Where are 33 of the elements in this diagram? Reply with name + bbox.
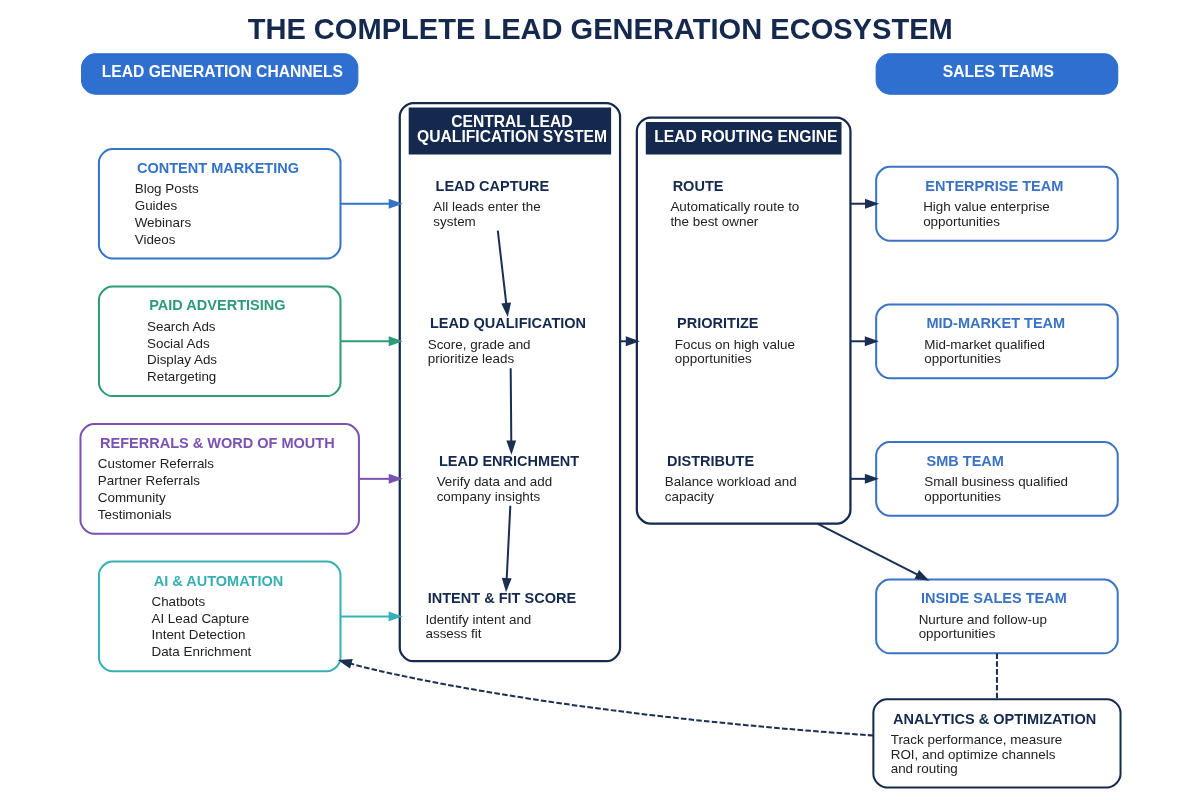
node-box: AI & AUTOMATION Chatbots AI Lead Capture Intent Detection Data Enrichment	[97, 560, 341, 673]
node-box: REFERRALS & WORD OF MOUTH Customer Referrals Partner Referrals Community Testimonials	[78, 423, 360, 535]
node-box: SMB TEAM Small business qualified opportunities	[874, 440, 1119, 517]
node-box: ENTERPRISE TEAM High value enterprise opportunities	[874, 165, 1119, 242]
node-box: ANALYTICS & OPTIMIZATION Track performance, measure ROI, and optimize channels and routing	[871, 698, 1122, 789]
arrow	[337, 659, 873, 737]
arrow	[501, 505, 512, 593]
node-text: ROUTE Automatically route to the best owner	[669, 177, 799, 229]
node-text: LEAD CAPTURE All leads enter the system	[432, 177, 549, 229]
node-box: MID-MARKET TEAM Mid-market qualified opportunities	[874, 303, 1119, 380]
arrow	[849, 336, 879, 347]
arrow	[496, 230, 511, 318]
arrow	[849, 473, 879, 484]
arrow	[505, 368, 516, 455]
node-text: PRIORITIZE Focus on high value opportunities	[674, 315, 795, 367]
node-box: INSIDE SALES TEAM Nurture and follow-up opportunities	[874, 578, 1119, 655]
node-box: LEAD GENERATION CHANNELS	[80, 53, 358, 95]
arrow	[849, 198, 879, 209]
diagram-title: THE COMPLETE LEAD GENERATION ECOSYSTEM	[247, 13, 953, 46]
node-text: LEAD QUALIFICATION Score, grade and prioritize leads	[427, 315, 586, 367]
node-text: INTENT & FIT SCORE Identify intent and assess fit	[424, 590, 576, 642]
node-box: SALES TEAMS	[875, 53, 1118, 95]
arrow	[816, 522, 929, 581]
arrow	[619, 336, 640, 347]
arrow	[340, 611, 403, 622]
node-text: LEAD ENRICHMENT Verify data and add company insights	[436, 452, 579, 504]
connector	[995, 653, 998, 699]
node-box: CONTENT MARKETING Blog Posts Guides Webinars Videos	[97, 147, 341, 260]
arrow	[358, 473, 403, 484]
node-box: PAID ADVERTISING Search Ads Social Ads Display Ads Retargeting	[97, 285, 341, 398]
arrow	[340, 336, 403, 347]
arrow	[340, 198, 403, 209]
node-text: DISTRIBUTE Balance workload and capacity	[664, 452, 797, 504]
